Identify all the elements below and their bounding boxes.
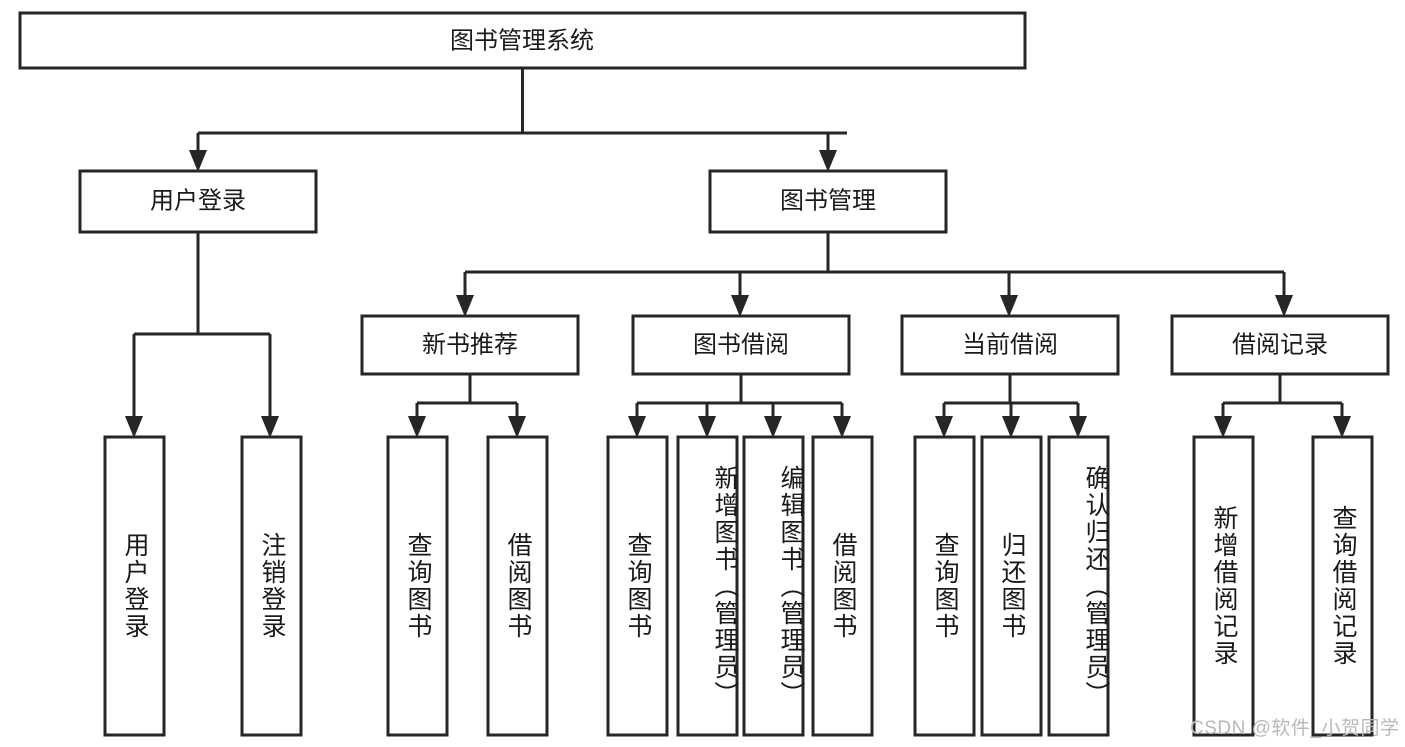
node-new-book-recommend[interactable]: 新书推荐 [360,314,580,376]
arrowhead-user-login [189,150,207,172]
leaf-node-layer [103,435,1374,737]
node-book-management-rect[interactable] [708,169,948,234]
arrowhead-borrow-records [1275,295,1293,317]
arrowhead-book-borrow [731,295,749,317]
node-leaf-return-book-rect[interactable] [980,435,1043,737]
arrowhead-leaf-query-borrow-record [1333,416,1351,438]
arrowhead-book-management [819,150,837,172]
node-book-borrow-rect[interactable] [631,314,851,376]
node-current-borrow-rect[interactable] [900,314,1120,376]
node-leaf-logout-rect[interactable] [240,435,303,737]
node-borrow-records-rect[interactable] [1170,314,1390,376]
node-leaf-edit-book-rect[interactable] [742,435,805,737]
arrowhead-new-book-recommend [456,295,474,317]
arrowhead-leaf-add-book [698,416,716,438]
node-leaf-borrow-book-rect[interactable] [811,435,874,737]
node-book-borrow-label: 图书借阅 [693,331,789,358]
arrowhead-leaf-add-borrow-record [1214,416,1232,438]
node-borrow-records[interactable]: 借阅记录 [1170,314,1390,376]
node-root[interactable]: 图书管理系统 [18,11,1027,70]
node-new-book-recommend-label: 新书推荐 [422,331,518,358]
node-current-borrow[interactable]: 当前借阅 [900,314,1120,376]
connector-layer [125,68,1351,438]
node-leaf-confirm-return-rect[interactable] [1047,435,1110,737]
node-current-borrow-label: 当前借阅 [962,331,1058,358]
node-book-management[interactable]: 图书管理 [708,169,948,234]
node-book-management-label: 图书管理 [780,187,876,214]
arrowhead-leaf-borrow-book [833,416,851,438]
csdn-watermark: CSDN @软件_小贺同学 [1190,718,1400,739]
node-book-borrow[interactable]: 图书借阅 [631,314,851,376]
arrowhead-leaf-return-book [1002,416,1020,438]
node-user-login[interactable]: 用户登录 [78,169,318,234]
node-leaf-query-book-current-rect[interactable] [913,435,976,737]
node-leaf-query-borrow-record-rect[interactable] [1311,435,1374,737]
arrowhead-leaf-logout [261,416,279,438]
node-leaf-add-book-rect[interactable] [676,435,739,737]
node-user-login-label: 用户登录 [150,187,246,214]
arrowhead-current-borrow [1000,295,1018,317]
node-user-login-rect[interactable] [78,169,318,234]
node-leaf-add-borrow-record-rect[interactable] [1192,435,1255,737]
arrowhead-leaf-user-login [125,416,143,438]
arrowhead-leaf-query-book-borrow [628,416,646,438]
node-borrow-records-label: 借阅记录 [1232,331,1328,358]
node-leaf-query-book-recommend-rect[interactable] [386,435,449,737]
arrowhead-leaf-confirm-return [1069,416,1087,438]
arrowhead-leaf-edit-book [764,416,782,438]
arrowhead-leaf-query-book-current [935,416,953,438]
arrowhead-leaf-borrow-book-recommend [508,416,526,438]
node-root-label: 图书管理系统 [450,27,594,54]
node-new-book-recommend-rect[interactable] [360,314,580,376]
node-leaf-query-book-borrow-rect[interactable] [606,435,669,737]
node-leaf-borrow-book-recommend-rect[interactable] [486,435,549,737]
node-root-rect[interactable] [18,11,1027,70]
arrowhead-leaf-query-book-recommend [408,416,426,438]
node-leaf-user-login-rect[interactable] [103,435,166,737]
